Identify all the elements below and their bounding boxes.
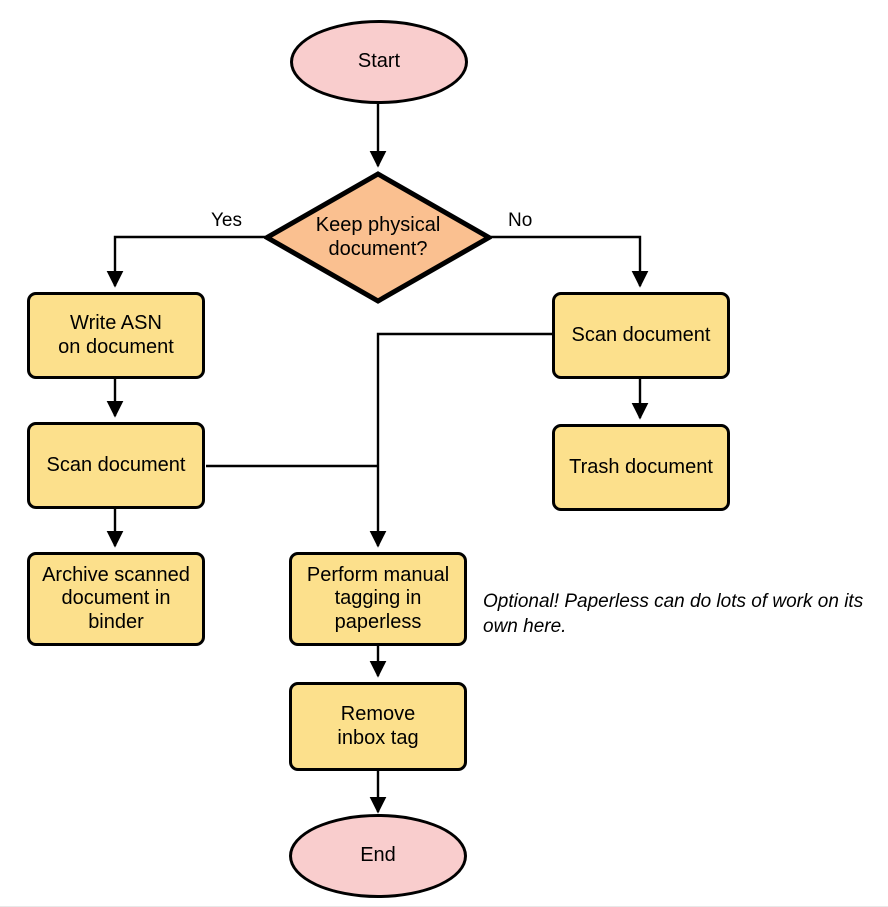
node-write-asn-on-document[interactable]: Write ASN on document <box>27 292 205 379</box>
node-trash-document-label: Trash document <box>569 455 713 478</box>
node-archive-scanned-document-in-binder-label: Archive scanned document in binder <box>42 564 190 633</box>
node-end-label: End <box>360 844 396 867</box>
node-perform-manual-tagging-in-paperless-label: Perform manual tagging in paperless <box>306 564 450 633</box>
node-remove-inbox-tag[interactable]: Remove inbox tag <box>289 682 467 771</box>
node-perform-manual-tagging-in-paperless[interactable]: Perform manual tagging in paperless <box>289 552 467 646</box>
node-scan-document-left[interactable]: Scan document <box>27 422 205 509</box>
edge-label-no: No <box>508 210 533 231</box>
node-keep-physical-document[interactable]: Keep physical document? <box>264 171 492 304</box>
node-start-label: Start <box>357 50 401 73</box>
edge-label-yes: Yes <box>211 210 242 231</box>
node-scan-document-left-label: Scan document <box>46 453 186 476</box>
edge-decision-yes-to-write-asn <box>106 235 265 288</box>
node-start[interactable]: Start <box>290 20 468 104</box>
edge-scan-right-to-manual-tagging <box>369 332 552 548</box>
node-scan-document-right[interactable]: Scan document <box>552 292 730 379</box>
node-remove-inbox-tag-label: Remove inbox tag <box>337 703 419 749</box>
edge-decision-no-to-scan-right <box>491 235 649 288</box>
node-end[interactable]: End <box>289 814 467 898</box>
node-trash-document[interactable]: Trash document <box>552 424 730 511</box>
diamond-shape <box>264 171 492 304</box>
node-scan-document-right-label: Scan document <box>571 323 711 346</box>
annotation-optional-note: Optional! Paperless can do lots of work … <box>483 591 864 637</box>
node-write-asn-on-document-label: Write ASN on document <box>58 312 174 358</box>
node-keep-physical-document-label: Keep physical document? <box>315 214 441 260</box>
node-archive-scanned-document-in-binder[interactable]: Archive scanned document in binder <box>27 552 205 646</box>
